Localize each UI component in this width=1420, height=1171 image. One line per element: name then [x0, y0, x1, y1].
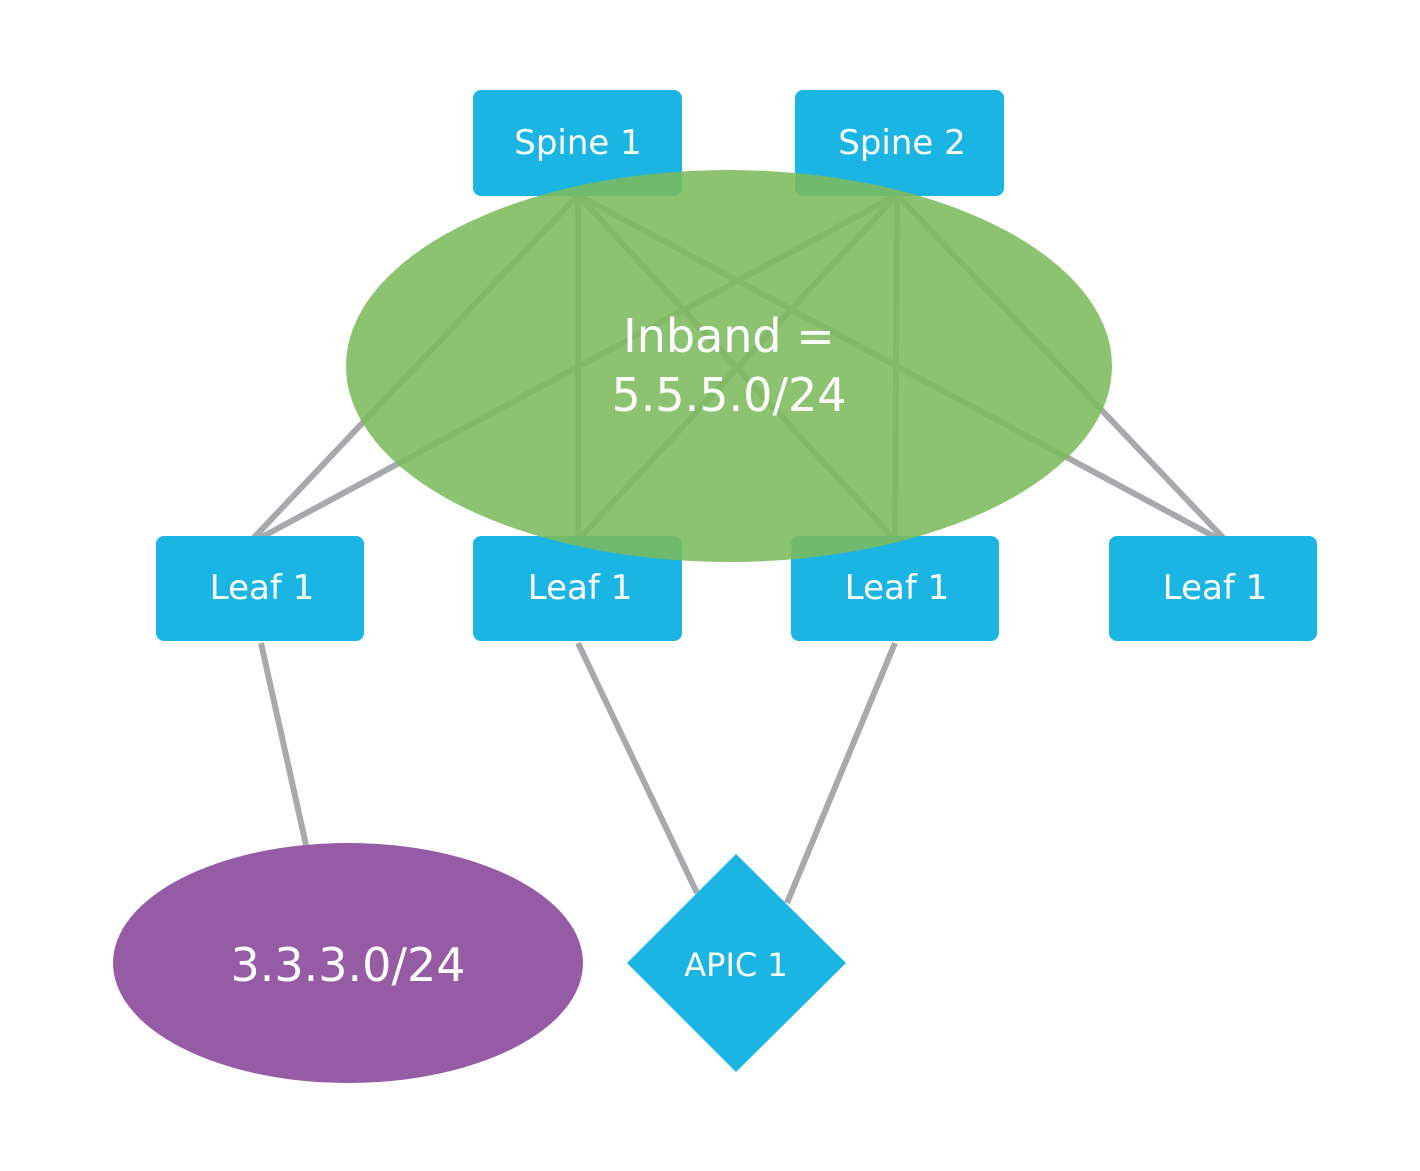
external-network-label: 3.3.3.0/24 — [231, 938, 466, 992]
leaf-node-1-label: Leaf 1 — [210, 568, 315, 608]
link-leaf-c-apic — [784, 641, 898, 905]
link-leaf-b-apic — [575, 641, 700, 895]
leaf-node-2[interactable]: Leaf 1 — [473, 536, 682, 641]
leaf-node-4[interactable]: Leaf 1 — [1109, 536, 1317, 641]
inband-network[interactable]: Inband = 5.5.5.0/24 — [346, 170, 1112, 562]
apic-diamond — [627, 854, 846, 1072]
external-ellipse — [113, 843, 583, 1083]
external-network[interactable]: 3.3.3.0/24 — [113, 843, 583, 1083]
spine-2-node[interactable]: Spine 2 — [795, 90, 1004, 196]
inband-label-line1: Inband = — [623, 309, 835, 363]
leaf-node-1[interactable]: Leaf 1 — [156, 536, 364, 641]
inband-ellipse — [346, 170, 1112, 562]
leaf-node-3-label: Leaf 1 — [845, 568, 950, 608]
leaf-node-3[interactable]: Leaf 1 — [791, 536, 999, 641]
spine-1-node[interactable]: Spine 1 — [473, 90, 682, 196]
leaf-node-2-label: Leaf 1 — [528, 568, 633, 608]
inband-label-line2: 5.5.5.0/24 — [612, 368, 847, 422]
spine-2-label: Spine 2 — [838, 123, 966, 163]
apic-node[interactable]: APIC 1 — [627, 854, 846, 1072]
apic-label: APIC 1 — [684, 946, 788, 984]
link-leaf-a-external — [258, 642, 309, 846]
leaf-node-4-label: Leaf 1 — [1163, 568, 1268, 608]
spine-1-label: Spine 1 — [514, 123, 642, 163]
